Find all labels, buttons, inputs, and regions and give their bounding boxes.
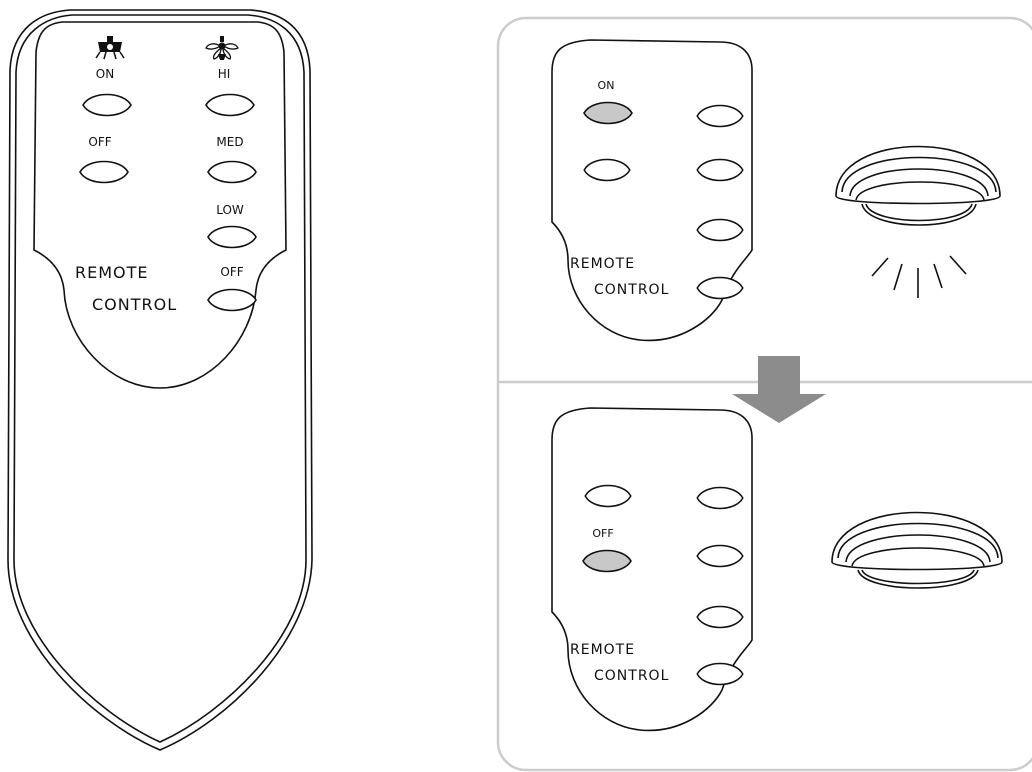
remote-name-line1: REMOTE [75,263,149,282]
step-top-med-button[interactable] [696,158,744,182]
step-panel [496,16,1032,772]
fan-med-button[interactable] [207,160,257,184]
step-bottom-name-line2: CONTROL [594,668,669,684]
step-top-fanoff-button[interactable] [696,276,744,300]
fan-off-label: OFF [220,265,243,279]
fan-off-button[interactable] [207,288,257,312]
ceiling-fan-icon [205,36,239,60]
mini-remote-bottom [551,407,753,732]
step-top-on-button-pressed[interactable] [583,101,633,125]
step-bottom-hi-button[interactable] [696,486,744,510]
remote-name-line2: CONTROL [92,295,177,314]
remote-face-panel [33,21,287,389]
fan-med-label: MED [216,135,243,149]
step-top-off-button[interactable] [583,158,631,182]
step-top: ON REMOTE CONTROL [551,39,1001,342]
step-bottom-name-line1: REMOTE [570,642,635,658]
mini-remote-top [551,39,753,342]
step-bottom: OFF REMOTE CONTROL [551,407,1003,732]
fan-hi-label: HI [218,67,231,81]
light-on-label: ON [96,67,114,81]
ceiling-lamp-off-icon [831,511,1003,589]
light-off-button[interactable] [79,160,129,184]
step-bottom-med-button[interactable] [696,544,744,568]
step-top-low-button[interactable] [696,218,744,242]
fan-hi-button[interactable] [205,93,255,117]
remote-control-full: ON OFF HI MED LOW OFF REMOTE CONTROL [7,9,313,751]
step-bottom-fanoff-button[interactable] [696,662,744,686]
step-bottom-on-button[interactable] [584,484,632,508]
step-bottom-low-button[interactable] [696,605,744,629]
light-on-button[interactable] [82,93,132,117]
step-bottom-off-button-pressed[interactable] [582,549,632,573]
step-top-name-line2: CONTROL [594,282,669,298]
arrow-down-icon [732,356,826,423]
fan-low-label: LOW [216,203,244,217]
step-bottom-pressed-label: OFF [592,527,613,540]
remote-outer-body-inner [13,14,307,743]
light-off-label: OFF [88,135,111,149]
step-top-name-line1: REMOTE [570,256,635,272]
step-top-hi-button[interactable] [696,104,744,128]
remote-outer-body [7,9,313,751]
step-panel-border [496,16,1032,772]
step-top-pressed-label: ON [598,79,615,92]
fan-low-button[interactable] [207,225,257,249]
ceiling-lamp-on-icon [835,145,1001,298]
ceiling-light-icon [95,36,125,60]
